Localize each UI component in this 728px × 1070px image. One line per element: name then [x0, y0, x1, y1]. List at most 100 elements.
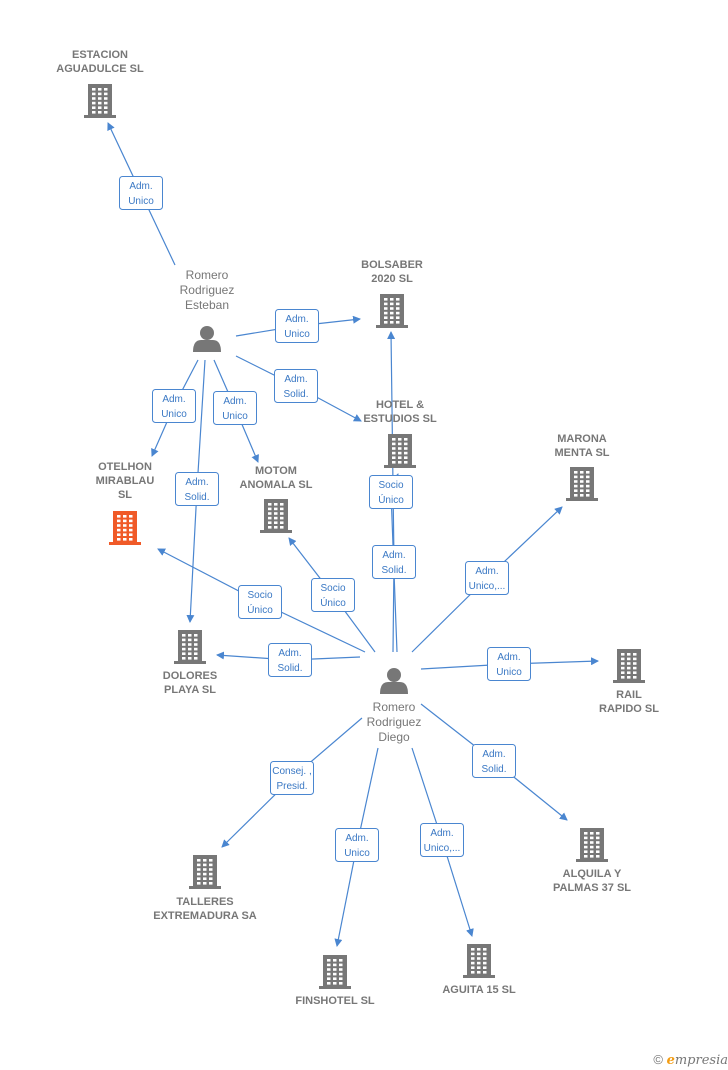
node-label: PLAYA SL: [164, 684, 216, 696]
edge-label-box: [213, 391, 257, 425]
node-label: ESTACION: [72, 49, 128, 61]
edge-label-text: Único: [320, 596, 346, 609]
edge-label-text: Adm.: [285, 314, 308, 325]
node-label: AGUITA 15 SL: [442, 984, 516, 996]
edge-label-box: [175, 472, 219, 506]
edge-label-box: [472, 744, 516, 778]
edge-label-text: Solid.: [184, 492, 209, 503]
edge-label-text: Solid.: [481, 764, 506, 775]
edge-label-diego-to-alquila[interactable]: Adm. Solid.: [472, 744, 516, 778]
edge-label-text: Unico: [161, 409, 187, 420]
node-label: BOLSABER: [361, 259, 423, 271]
edge-label-esteban-to-otelhon[interactable]: Adm. Unico: [152, 389, 196, 423]
node-label: SL: [118, 489, 132, 501]
copyright-symbol: ©: [653, 1052, 663, 1067]
node-label: ESTUDIOS SL: [363, 413, 437, 425]
edge-label-box: [335, 828, 379, 862]
edge-label-esteban-to-motom[interactable]: Adm. Unico: [213, 391, 257, 425]
edge-label-text: Unico: [222, 411, 248, 422]
node-label: OTELHON: [98, 461, 152, 473]
node-hotel[interactable]: HOTEL & ESTUDIOS SL: [363, 399, 437, 468]
edge-label-diego-to-marona[interactable]: Adm. Unico,...: [465, 561, 509, 595]
edge-label-text: Unico: [284, 329, 310, 340]
edge-label-box: [372, 545, 416, 579]
edge-label-text: Adm.: [382, 550, 405, 561]
edge-label-text: Unico: [128, 196, 154, 207]
node-label: DOLORES: [163, 670, 217, 682]
footer-brand: © empresia: [653, 1052, 728, 1068]
building-icon: [109, 511, 141, 545]
node-label: RAPIDO SL: [599, 703, 659, 715]
edge-label-text: Adm.: [284, 374, 307, 385]
edge-label-text: Adm.: [345, 833, 368, 844]
node-estacion[interactable]: ESTACION AGUADULCE SL: [56, 49, 144, 118]
person-icon: [380, 668, 408, 694]
edge-label-box: [369, 475, 413, 509]
node-motom[interactable]: MOTOM ANOMALA SL: [240, 465, 313, 533]
edge-label-diego-to-rail[interactable]: Adm.Unico: [487, 647, 531, 681]
building-icon: [384, 434, 416, 468]
edge-label-text: Adm.: [482, 749, 505, 760]
edge-label-esteban-to-bolsaber[interactable]: Adm. Unico: [275, 309, 319, 343]
brand-logo[interactable]: empresia: [666, 1053, 728, 1068]
node-label: EXTREMADURA SA: [153, 910, 257, 922]
edge-label-diego-to-finshotel[interactable]: Adm.Unico: [335, 828, 379, 862]
edge-label-diego-to-talleres[interactable]: Consej. , Presid.: [270, 761, 314, 795]
edge-label-box: [487, 647, 531, 681]
edge-label-text: Presid.: [276, 781, 307, 792]
edge-label-text: Consej. ,: [272, 766, 311, 777]
node-label: FINSHOTEL SL: [295, 995, 375, 1007]
edge-label-diego-to-bolsaber[interactable]: Adm.Solid.: [372, 545, 416, 579]
edge-label-esteban-to-estacion[interactable]: Adm.Unico: [119, 176, 163, 210]
node-label: MOTOM: [255, 465, 297, 477]
edge-label-text: Adm.: [475, 566, 498, 577]
building-icon: [189, 855, 221, 889]
edge-label-text: Adm.: [223, 396, 246, 407]
node-rail[interactable]: RAIL RAPIDO SL: [599, 649, 659, 715]
edge-labels-layer: Adm.UnicoAdm.UnicoAdm.Solid.Adm.UnicoAdm…: [119, 176, 531, 862]
node-label: MENTA SL: [555, 447, 610, 459]
edge-label-box: [270, 761, 314, 795]
node-label: HOTEL &: [376, 399, 424, 411]
node-label: AGUADULCE SL: [56, 63, 144, 75]
node-aguita[interactable]: AGUITA 15 SL: [442, 944, 516, 996]
edge-label-box: [465, 561, 509, 595]
edge-label-text: Adm.: [185, 477, 208, 488]
edge-label-text: Adm.: [430, 828, 453, 839]
node-label: RAIL: [616, 689, 642, 701]
node-label: ANOMALA SL: [240, 479, 313, 491]
node-label: Romero: [186, 268, 229, 282]
edge-label-esteban-to-dolores[interactable]: Adm. Solid.: [175, 472, 219, 506]
node-label: Rodriguez: [367, 715, 422, 729]
edge-label-diego-to-dolores[interactable]: Adm. Solid.: [268, 643, 312, 677]
edge-label-text: Solid.: [277, 663, 302, 674]
building-icon: [174, 630, 206, 664]
node-label: ALQUILA Y: [563, 868, 622, 880]
person-icon: [193, 326, 221, 352]
edge-label-text: Adm.: [162, 394, 185, 405]
edge-label-esteban-to-hotel[interactable]: Adm.Solid.: [274, 369, 318, 403]
building-icon: [566, 467, 598, 501]
node-dolores[interactable]: DOLORES PLAYA SL: [163, 630, 217, 696]
node-label: MIRABLAU: [96, 475, 155, 487]
edge-label-diego-to-aguita[interactable]: Adm.Unico,...: [420, 823, 464, 857]
edge-label-box: [238, 585, 282, 619]
edge-label-text: Adm.: [278, 648, 301, 659]
node-otelhon[interactable]: OTELHON MIRABLAU SL: [96, 461, 155, 545]
building-icon: [319, 955, 351, 989]
building-icon: [613, 649, 645, 683]
edge-label-text: Unico: [496, 667, 522, 678]
node-finshotel[interactable]: FINSHOTEL SL: [295, 955, 375, 1007]
edge-label-text: Socio: [378, 480, 403, 491]
edge-label-text: Unico,...: [469, 581, 506, 592]
